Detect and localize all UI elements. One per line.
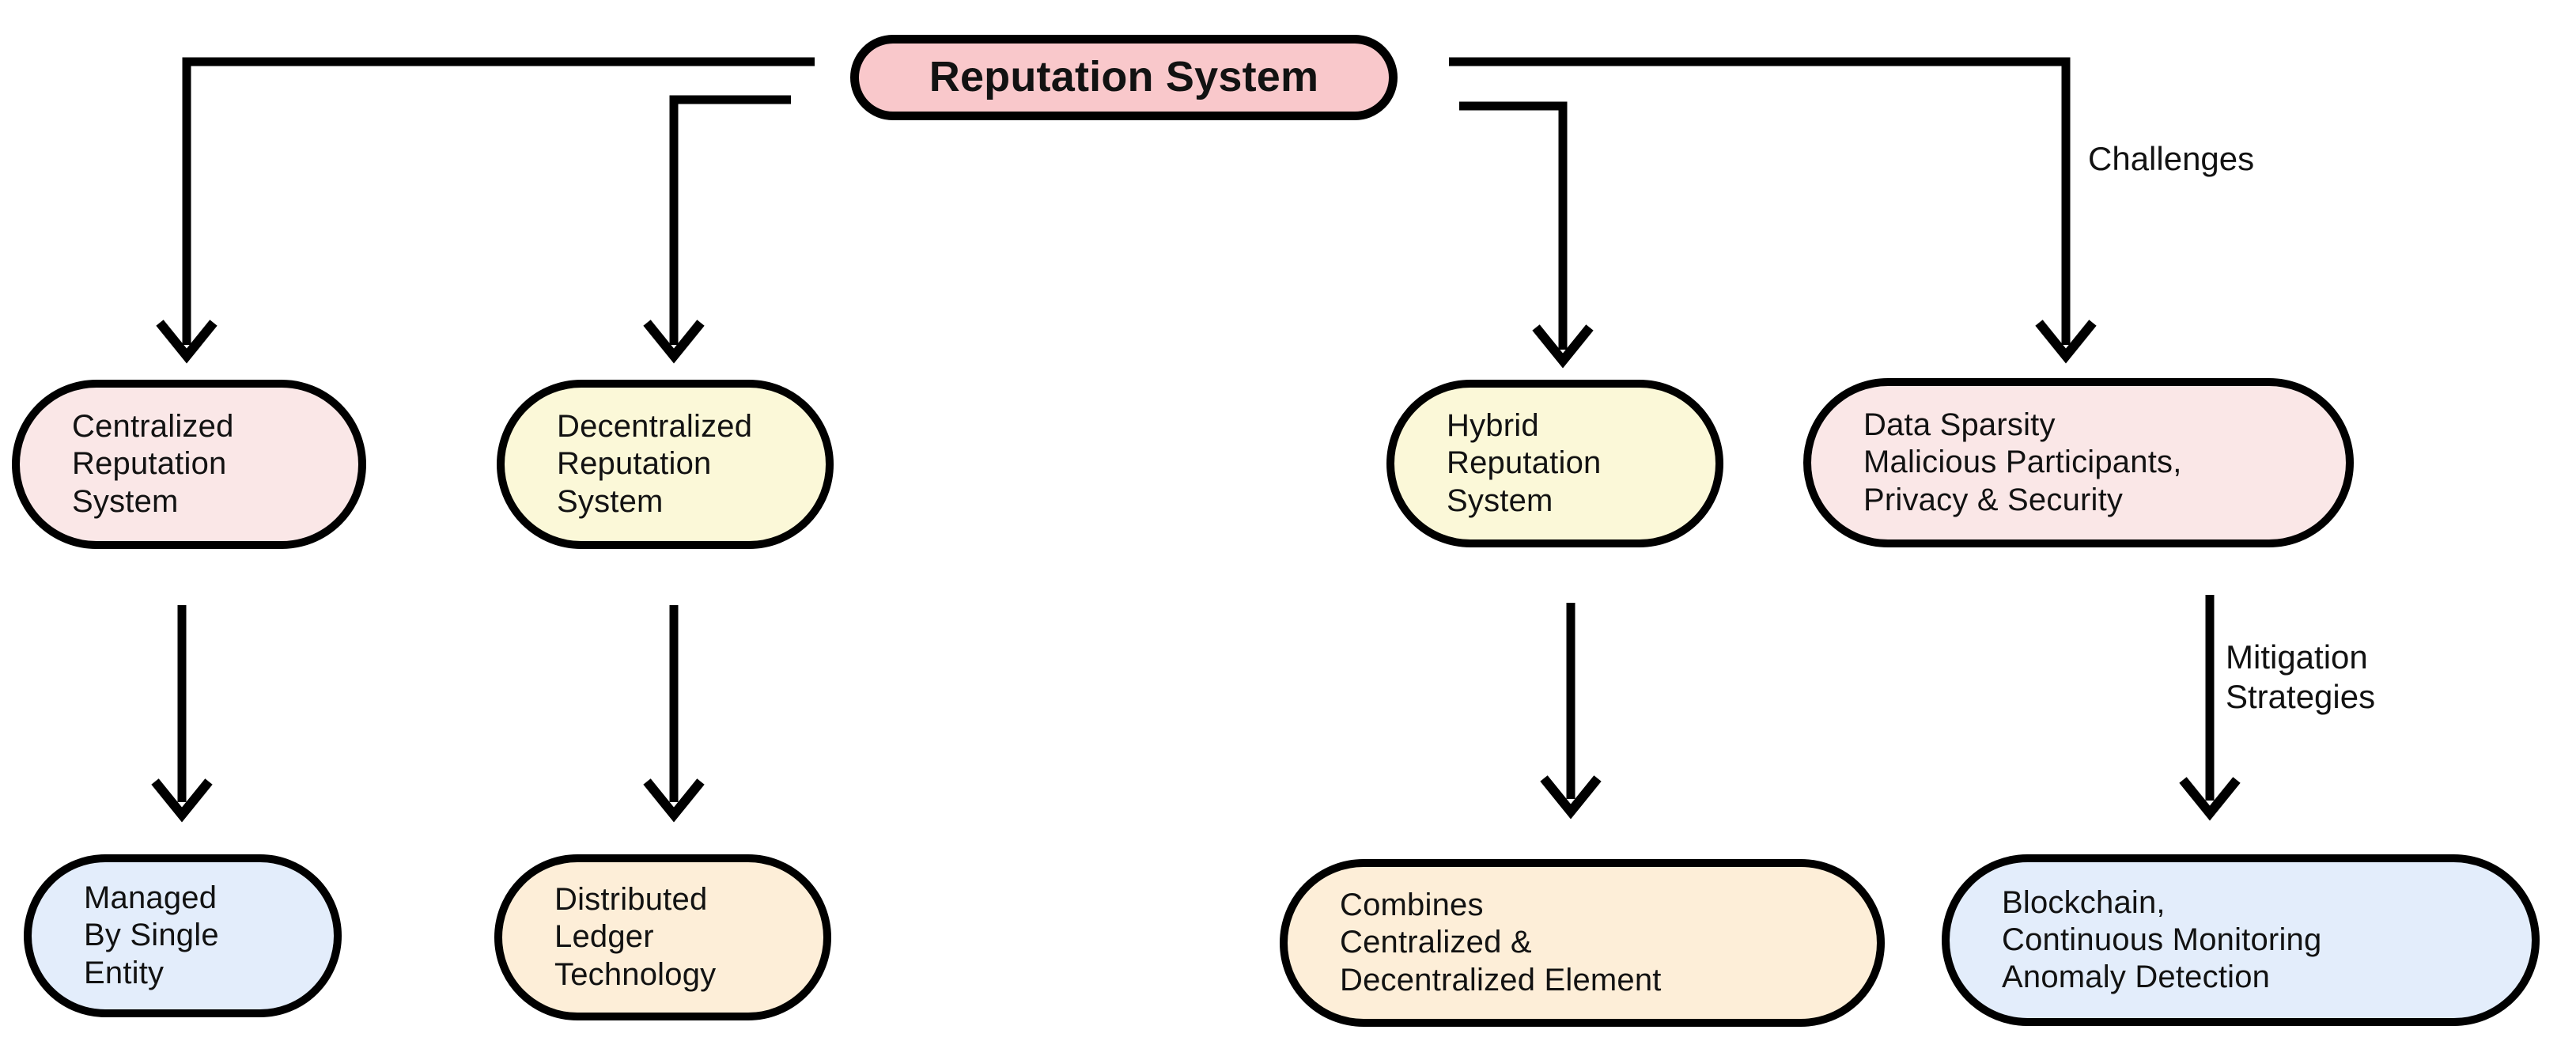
mitigation-label-line: Strategies — [2226, 677, 2376, 715]
node-label-line: Anomaly Detection — [2002, 960, 2271, 995]
node-label-line: Centralized & — [1340, 925, 1532, 960]
node-reputation-system-label: Reputation System — [929, 53, 1319, 101]
edge-centralized-managed-arrowhead-icon — [151, 778, 213, 823]
node-label-line: Reputation — [72, 446, 227, 482]
challenges-edge-label: Challenges — [2088, 140, 2255, 177]
node-label-line: System — [72, 483, 179, 519]
edge-root-challenges-line — [1449, 57, 2071, 345]
node-label-line: Entity — [84, 955, 165, 990]
node-managed-by-single-entity: Managed By Single Entity — [24, 854, 342, 1017]
node-label-line: Reputation — [1447, 445, 1602, 481]
edge-hybrid-combines-arrowhead-icon — [1540, 775, 1602, 820]
node-decentralized-reputation-system: Decentralized Reputation System — [497, 380, 834, 549]
node-label-line: Hybrid — [1447, 408, 1539, 444]
node-label-line: Privacy & Security — [1863, 482, 2124, 517]
node-label-line: Blockchain, — [2002, 884, 2166, 920]
edge-root-hybrid-arrowhead-icon — [1532, 324, 1594, 369]
node-label-line: System — [1447, 483, 1553, 518]
edge-root-centralized-arrowhead-icon — [156, 320, 218, 364]
mitigation-strategies-edge-label: Mitigation Strategies — [2226, 638, 2375, 716]
node-label-line: System — [557, 483, 664, 519]
edge-root-challenges-arrowhead-icon — [2035, 320, 2097, 364]
mitigation-label-line: Mitigation — [2226, 638, 2368, 676]
node-label-line: Malicious Participants, — [1863, 445, 2182, 480]
node-challenges-data-sparsity: Data Sparsity Malicious Participants, Pr… — [1803, 378, 2354, 547]
node-label-line: Decentralized — [557, 409, 753, 445]
node-distributed-ledger-technology: Distributed Ledger Technology — [494, 854, 831, 1020]
edge-root-centralized-line — [182, 57, 815, 345]
node-label-line: Technology — [554, 956, 717, 992]
node-centralized-reputation-system: Centralized Reputation System — [12, 380, 366, 549]
edge-root-hybrid-line — [1459, 101, 1568, 350]
node-label-line: Distributed — [554, 882, 708, 918]
node-blockchain-monitoring-anomaly: Blockchain, Continuous Monitoring Anomal… — [1942, 854, 2540, 1026]
node-combines-centralized-decentralized: Combines Centralized & Decentralized Ele… — [1280, 859, 1885, 1027]
node-label-line: By Single — [84, 918, 219, 953]
node-label-line: Continuous Monitoring — [2002, 922, 2322, 957]
node-label-line: Reputation — [557, 446, 712, 482]
node-label-line: Combines — [1340, 888, 1484, 923]
edge-root-decentralized-arrowhead-icon — [643, 320, 705, 364]
edge-decentralized-distributed-arrowhead-icon — [643, 778, 705, 823]
edge-root-decentralized-line — [669, 95, 791, 345]
node-label-line: Managed — [84, 880, 218, 916]
edge-datasparsity-blockchain-arrowhead-icon — [2179, 777, 2241, 821]
node-label-line: Centralized — [72, 409, 234, 445]
node-reputation-system: Reputation System — [850, 35, 1398, 120]
node-hybrid-reputation-system: Hybrid Reputation System — [1386, 380, 1723, 547]
node-label-line: Decentralized Element — [1340, 962, 1662, 998]
node-label-line: Ledger — [554, 919, 654, 955]
node-label-line: Data Sparsity — [1863, 407, 2056, 443]
